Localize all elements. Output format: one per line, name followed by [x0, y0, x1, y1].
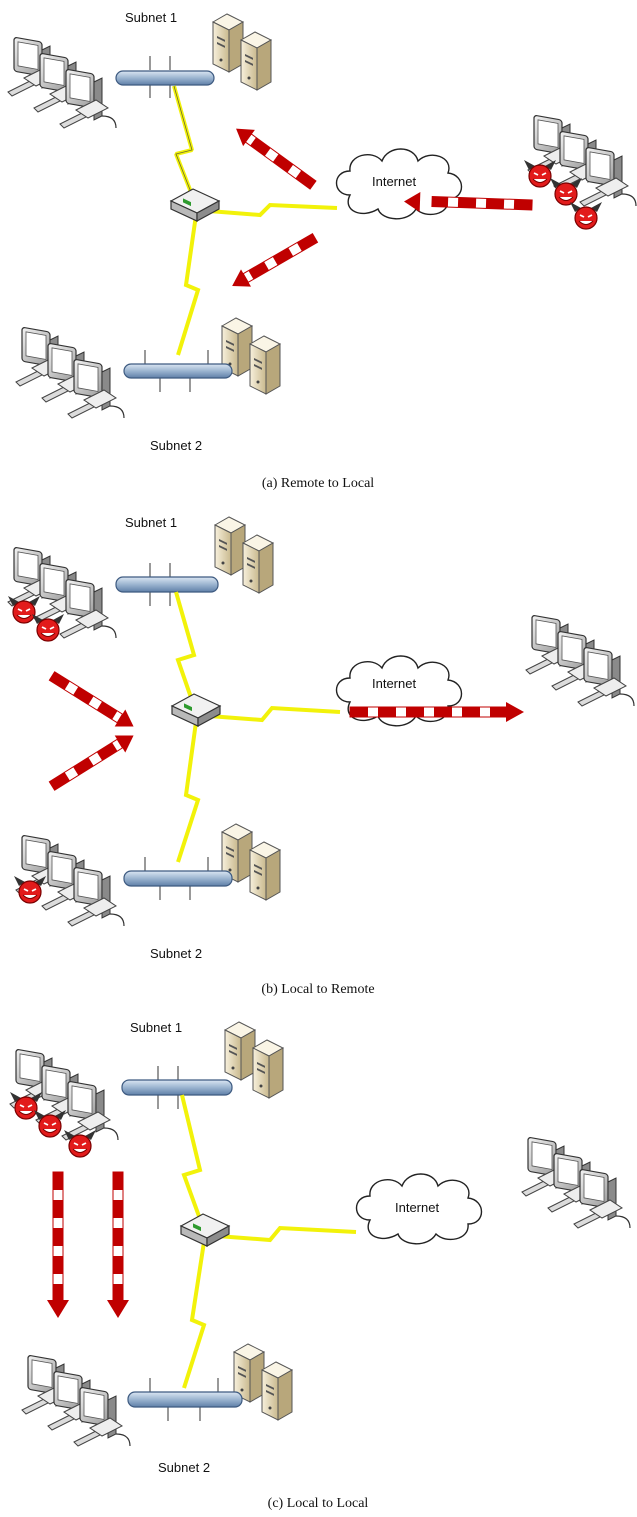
internet-label: Internet — [372, 174, 416, 189]
lightning-link-icon — [172, 85, 198, 206]
network-bus-icon — [115, 563, 219, 606]
attacker-devil-icon — [569, 201, 603, 230]
panel-local-to-remote: Subnet 1 Internet — [7, 515, 634, 997]
subnet2-label: Subnet 2 — [150, 946, 202, 961]
caption: (a) Remote to Local — [262, 476, 374, 491]
workstation-icon — [16, 327, 124, 418]
subnet1-label: Subnet 1 — [130, 1020, 182, 1035]
lightning-link-icon — [182, 1241, 207, 1389]
internet-label: Internet — [395, 1200, 439, 1215]
attacker-devil-icon — [31, 613, 65, 642]
attack-arrow-icon — [232, 232, 319, 287]
attack-arrow-icon — [236, 128, 317, 190]
internet-label: Internet — [372, 676, 416, 691]
router-icon — [180, 1213, 230, 1247]
attack-arrow-icon — [349, 702, 524, 722]
attack-arrow-icon — [107, 1171, 129, 1318]
server-icon — [234, 1344, 292, 1420]
workstation-icon — [16, 835, 124, 926]
router-icon — [171, 693, 221, 727]
caption: (c) Local to Local — [268, 1496, 369, 1511]
lightning-link-icon — [203, 1225, 357, 1243]
workstation-icon — [8, 37, 116, 128]
server-icon — [222, 318, 280, 394]
panel-local-to-local: Subnet 1 Internet — [9, 1020, 630, 1511]
workstation-icon — [526, 615, 634, 706]
attacker-devil-icon — [63, 1129, 97, 1158]
attack-arrow-icon — [47, 1171, 69, 1318]
workstation-icon — [10, 1049, 118, 1140]
attack-arrow-icon — [48, 671, 134, 727]
network-bus-icon — [127, 1378, 243, 1421]
network-bus-icon — [123, 350, 233, 392]
server-icon — [215, 517, 273, 593]
lightning-link-icon — [174, 591, 198, 713]
subnet1-label: Subnet 1 — [125, 10, 177, 25]
server-icon — [222, 824, 280, 900]
lightning-link-icon — [176, 214, 201, 356]
workstation-icon — [528, 115, 636, 206]
server-icon — [225, 1022, 283, 1098]
caption: (b) Local to Remote — [261, 982, 374, 997]
network-bus-icon — [123, 857, 233, 900]
attack-arrow-icon — [48, 735, 134, 791]
subnet2-label: Subnet 2 — [150, 438, 202, 453]
lightning-link-icon — [176, 721, 201, 863]
lightning-link-icon — [195, 202, 338, 218]
network-bus-icon — [121, 1066, 233, 1109]
server-icon — [213, 14, 271, 90]
subnet1-label: Subnet 1 — [125, 515, 177, 530]
router-icon — [170, 188, 220, 222]
lightning-link-icon — [195, 705, 341, 723]
network-bus-icon — [115, 56, 215, 98]
lightning-link-icon — [180, 1094, 206, 1231]
workstation-icon — [22, 1355, 130, 1446]
panel-remote-to-local: Subnet 1 Internet — [8, 10, 636, 491]
attacker-devil-icon — [13, 875, 47, 904]
workstation-icon — [8, 547, 116, 638]
attack-arrow-icon — [404, 192, 533, 212]
subnet2-label: Subnet 2 — [158, 1460, 210, 1475]
workstation-icon — [522, 1137, 630, 1228]
